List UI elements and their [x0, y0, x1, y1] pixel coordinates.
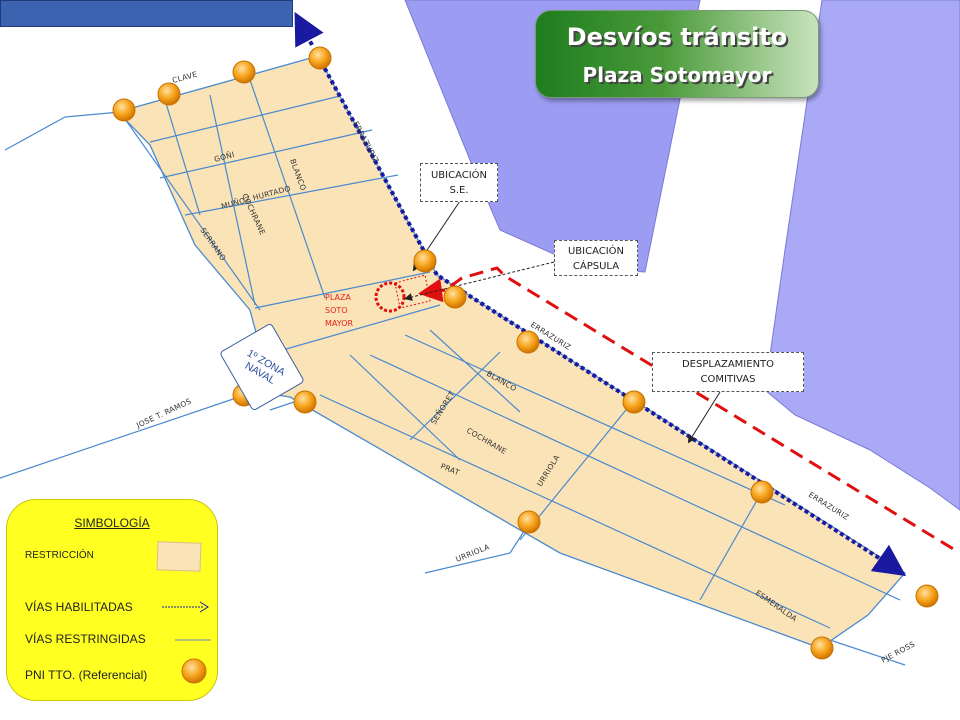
callout-ubicacion-capsula: UBICACIÓN CÁPSULA: [554, 240, 638, 276]
callout-desplazamiento: DESPLAZAMIENTO COMITIVAS: [652, 352, 804, 392]
legend-pni-label: PNI TTO. (Referencial): [25, 668, 148, 682]
svg-text:MAYOR: MAYOR: [325, 319, 354, 328]
pni-marker: [517, 510, 541, 534]
plaza-label: PLAZA SOTO MAYOR: [325, 293, 354, 328]
pni-marker: [443, 285, 467, 309]
pni-marker: [112, 98, 136, 122]
callout-pointer-capsula: [404, 261, 555, 301]
street-label-urriola-bottom: URRIOLA: [454, 542, 491, 564]
street-grid: [0, 79, 906, 666]
title-banner: Desvíos tránsito Plaza Sotomayor: [535, 10, 819, 98]
enabled-route-arrow-north: [294, 11, 324, 48]
pni-marker: [308, 46, 332, 70]
street-label-pje-ross: PJE ROSS: [880, 639, 917, 664]
capsule-location-marker: [374, 281, 406, 313]
pni-marker: [413, 249, 437, 273]
enabled-route-arrow-south: [870, 544, 907, 577]
legend-pni-icon: [181, 658, 207, 684]
zona-naval-label: 1º ZONA NAVAL: [242, 347, 288, 387]
pni-marker: [810, 636, 834, 660]
street-label-clave: CLAVE: [171, 70, 198, 85]
pni-marker: [293, 390, 317, 414]
se-location-marker: [394, 274, 431, 309]
callout-pointer-desplazamiento: [687, 391, 721, 444]
pni-marker: [622, 390, 646, 414]
legend-vias-habilitadas-label: VÍAS HABILITADAS: [25, 600, 133, 614]
svg-text:SOTO: SOTO: [325, 306, 348, 315]
title-line-1: Desvíos tránsito: [566, 23, 788, 51]
street-label-jose-t-ramos: JOSE T. RAMOS: [134, 396, 193, 430]
pni-marker: [915, 584, 939, 608]
restriction-area: [116, 55, 906, 649]
pni-marker: [157, 82, 181, 106]
legend-restriccion-swatch: [156, 541, 202, 572]
title-line-2: Plaza Sotomayor: [582, 63, 772, 87]
legend-vias-restringidas-label: VÍAS RESTRINGIDAS: [25, 632, 146, 646]
pni-markers: [112, 46, 939, 660]
svg-text:PLAZA: PLAZA: [325, 293, 351, 302]
legend-restriccion-label: RESTRICCIÓN: [25, 550, 94, 561]
pni-marker: [232, 60, 256, 84]
sea-area-east: [764, 0, 960, 511]
legend-title: SIMBOLOGÍA: [74, 516, 150, 530]
legend-panel: SIMBOLOGÍA RESTRICCIÓN VÍAS HABILITADAS …: [6, 499, 218, 701]
header-bar: [0, 0, 293, 27]
pni-marker: [516, 330, 540, 354]
pni-marker: [750, 480, 774, 504]
legend-vias-habilitadas-arrow: [162, 601, 209, 613]
legend-vias-restringidas-line: [175, 639, 211, 641]
callout-ubicacion-se: UBICACIÓN S.E.: [420, 163, 498, 202]
